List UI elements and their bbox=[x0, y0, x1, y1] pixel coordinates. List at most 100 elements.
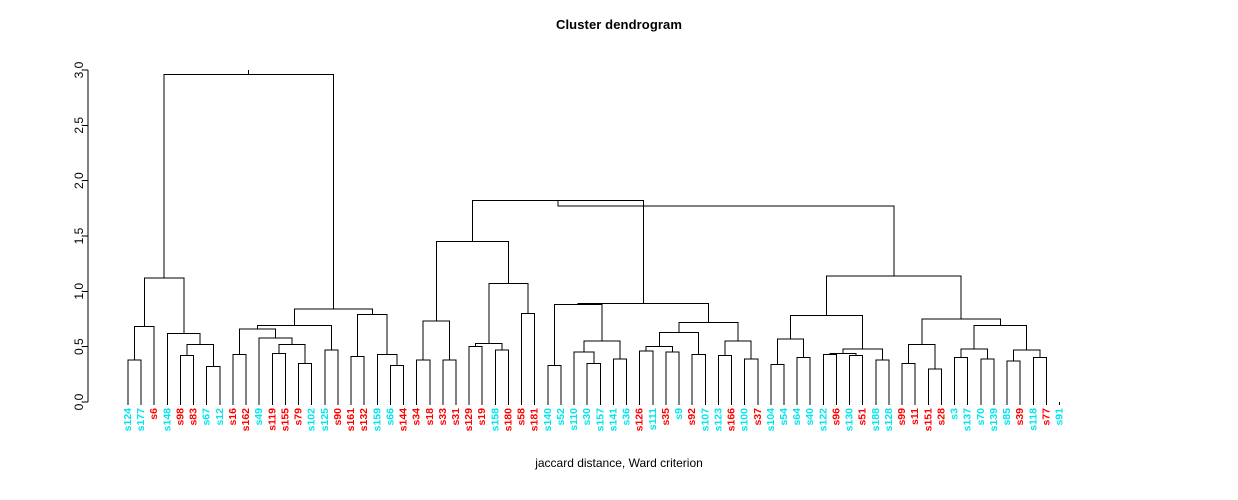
leaf-label: s34 bbox=[411, 408, 423, 426]
leaf-label: s36 bbox=[621, 408, 633, 426]
leaf-label: s49 bbox=[253, 408, 265, 426]
dendrogram-link bbox=[822, 353, 837, 402]
dendrogram-link bbox=[293, 308, 373, 326]
dendrogram-link bbox=[134, 326, 155, 402]
leaf-label: s90 bbox=[332, 408, 344, 426]
leaf-label: s158 bbox=[489, 408, 501, 432]
leaf-label: s110 bbox=[568, 408, 580, 431]
dendrogram-link bbox=[921, 318, 1001, 345]
leaf-label: s126 bbox=[634, 408, 646, 432]
dendrogram-link bbox=[770, 363, 785, 402]
leaf-label: s119 bbox=[266, 408, 278, 431]
dendrogram-link bbox=[389, 364, 405, 402]
dendrogram-link bbox=[258, 337, 293, 402]
dendrogram-link bbox=[927, 368, 942, 402]
leaf-label: s66 bbox=[384, 408, 396, 426]
leaf-label: s3 bbox=[949, 408, 961, 420]
leaf-label: s151 bbox=[922, 408, 934, 432]
dendrogram-link bbox=[577, 303, 710, 323]
leaf-label: s6 bbox=[148, 408, 160, 420]
dendrogram-link bbox=[583, 340, 621, 359]
leaf-label: s118 bbox=[1027, 408, 1039, 431]
leaf-label: s162 bbox=[240, 408, 252, 432]
leaf-label: s77 bbox=[1040, 408, 1052, 426]
leaf-label: s70 bbox=[975, 408, 987, 426]
dendrogram-link bbox=[744, 358, 759, 402]
leaf-label: s140 bbox=[542, 408, 554, 432]
leaf-label: s64 bbox=[791, 408, 803, 426]
leaf-label: s132 bbox=[358, 408, 370, 432]
dendrogram-link bbox=[547, 364, 562, 402]
leaf-label: s107 bbox=[699, 408, 711, 432]
dendrogram-links bbox=[127, 70, 1047, 402]
dendrogram-link bbox=[494, 349, 509, 402]
y-tick-label: 2.0 bbox=[72, 172, 86, 189]
leaf-label: s148 bbox=[161, 408, 173, 432]
leaf-label: s30 bbox=[581, 408, 593, 426]
leaf-label: s39 bbox=[1014, 408, 1026, 426]
dendrogram-link bbox=[127, 359, 142, 402]
dendrogram-link bbox=[350, 356, 365, 402]
y-axis: 0.00.51.01.52.02.53.0 bbox=[72, 61, 89, 410]
leaf-label: s37 bbox=[752, 408, 764, 426]
dendrogram-link bbox=[239, 328, 277, 355]
leaf-label: s54 bbox=[778, 408, 790, 426]
leaf-label: s100 bbox=[739, 408, 751, 432]
leaf-label: s9 bbox=[673, 408, 685, 420]
dendrogram-link bbox=[422, 320, 450, 360]
leaf-label: s128 bbox=[883, 408, 895, 432]
y-tick-label: 2.5 bbox=[72, 117, 86, 134]
leaf-label: s96 bbox=[830, 408, 842, 426]
leaf-label: s122 bbox=[817, 408, 829, 432]
dendrogram-link bbox=[954, 357, 969, 402]
leaf-label: s19 bbox=[476, 408, 488, 426]
leaf-label: s99 bbox=[896, 408, 908, 426]
leaf-label: s33 bbox=[437, 408, 449, 426]
leaf-label: s180 bbox=[502, 408, 514, 432]
dendrogram-link bbox=[980, 358, 995, 402]
dendrogram-link bbox=[278, 343, 306, 364]
dendrogram-link bbox=[557, 200, 895, 276]
dendrogram-link bbox=[1032, 357, 1047, 402]
dendrogram-link bbox=[875, 359, 890, 402]
leaf-label: s16 bbox=[227, 408, 239, 426]
dendrogram-link bbox=[232, 353, 247, 402]
y-tick-label: 0.0 bbox=[72, 393, 86, 410]
y-tick-label: 1.0 bbox=[72, 283, 86, 300]
leaf-label: s12 bbox=[214, 408, 226, 426]
leaf-label: s11 bbox=[909, 408, 921, 425]
leaf-label: s35 bbox=[660, 408, 672, 426]
dendrogram-link bbox=[471, 200, 644, 304]
leaf-label: s67 bbox=[201, 408, 213, 426]
y-tick-label: 1.5 bbox=[72, 227, 86, 244]
leaf-label: s139 bbox=[988, 408, 1000, 432]
leaf-label: s85 bbox=[1001, 408, 1013, 426]
dendrogram-link bbox=[1006, 360, 1021, 402]
dendrogram-link bbox=[521, 312, 536, 402]
dendrogram-link bbox=[271, 352, 286, 402]
dendrogram-link bbox=[678, 321, 739, 342]
leaf-label: s157 bbox=[594, 408, 606, 432]
leaf-label: s40 bbox=[804, 408, 816, 426]
leaf-label: s28 bbox=[935, 408, 947, 426]
x-axis-label: jaccard distance, Ward criterion bbox=[535, 456, 703, 470]
dendrogram-link bbox=[612, 358, 628, 402]
leaf-label: s52 bbox=[555, 408, 567, 426]
leaf-label: s31 bbox=[450, 408, 462, 426]
leaf-label: s177 bbox=[135, 408, 147, 432]
dendrogram-link bbox=[829, 352, 857, 356]
dendrogram-link bbox=[849, 355, 864, 402]
dendrogram-link bbox=[357, 314, 388, 357]
leaf-label: s161 bbox=[345, 408, 357, 432]
dendrogram-link bbox=[776, 338, 805, 365]
dendrogram-link bbox=[658, 331, 700, 355]
dendrogram-link bbox=[973, 325, 1028, 350]
dendrogram-link bbox=[179, 355, 195, 402]
dendrogram-link bbox=[573, 351, 595, 402]
leaf-label: s144 bbox=[398, 408, 410, 432]
dendrogram-link bbox=[324, 349, 339, 402]
dendrogram-link bbox=[163, 73, 334, 310]
